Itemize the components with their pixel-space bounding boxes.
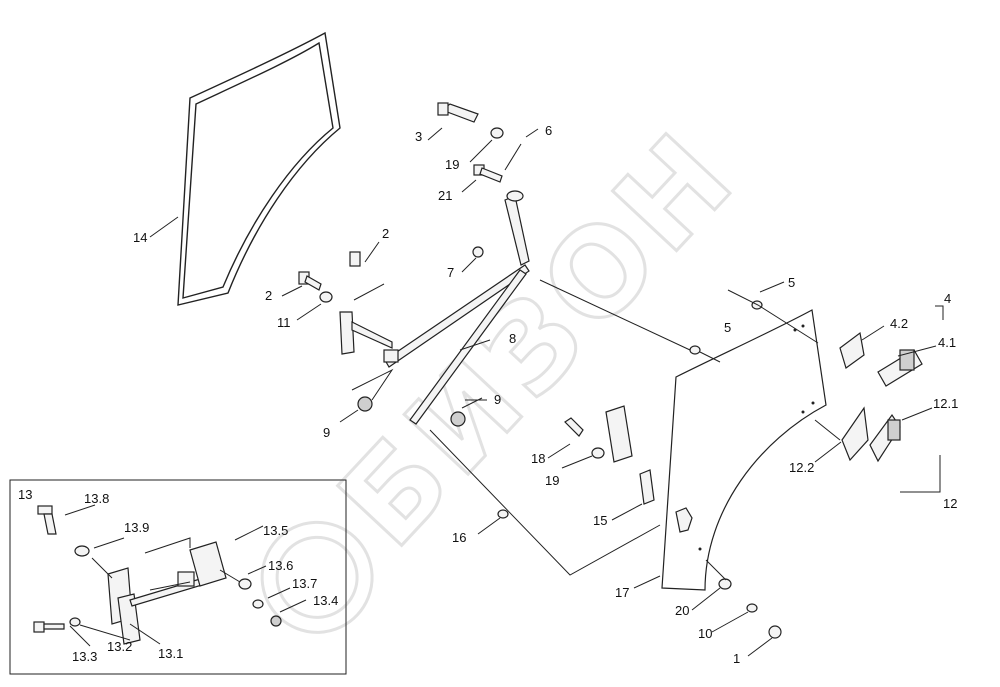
label-17: 17 — [615, 585, 629, 600]
label-8: 8 — [509, 331, 516, 346]
label-12-2: 12.2 — [789, 460, 814, 475]
label-11: 11 — [277, 315, 291, 330]
part-14-side-glass — [177, 31, 341, 306]
label-15: 15 — [593, 513, 607, 528]
callout-labels: 1 2 2 3 4 4.1 4.2 5 5 6 7 8 9 9 10 11 12… — [18, 123, 958, 666]
label-18: 18 — [531, 451, 545, 466]
label-13-8: 13.8 — [84, 491, 109, 506]
label-7: 7 — [447, 265, 454, 280]
hinge-12 — [841, 406, 901, 463]
label-14: 14 — [133, 230, 147, 245]
label-13-5: 13.5 — [263, 523, 288, 538]
part-17-door-glass — [661, 309, 827, 591]
label-10: 10 — [698, 626, 712, 641]
leader-lines — [149, 127, 944, 657]
label-5b: 5 — [724, 320, 731, 335]
label-19a: 19 — [445, 157, 459, 172]
label-5a: 5 — [788, 275, 795, 290]
label-16: 16 — [452, 530, 466, 545]
part-12-2 — [841, 406, 869, 462]
label-12: 12 — [943, 496, 957, 511]
fasteners — [298, 102, 782, 639]
label-13-2: 13.2 — [107, 639, 132, 654]
label-13: 13 — [18, 487, 32, 502]
label-12-1: 12.1 — [933, 396, 958, 411]
label-1: 1 — [733, 651, 740, 666]
label-13-4: 13.4 — [313, 593, 338, 608]
label-13-9: 13.9 — [124, 520, 149, 535]
label-13-3: 13.3 — [72, 649, 97, 664]
label-4: 4 — [944, 291, 951, 306]
label-9b: 9 — [494, 392, 501, 407]
label-19b: 19 — [545, 473, 559, 488]
label-20: 20 — [675, 603, 689, 618]
part-4-2 — [839, 331, 865, 369]
label-9a: 9 — [323, 425, 330, 440]
label-13-6: 13.6 — [268, 558, 293, 573]
hinge-4 — [839, 331, 923, 387]
label-13-1: 13.1 — [158, 646, 183, 661]
rod-8-assembly — [339, 190, 530, 425]
label-6: 6 — [545, 123, 552, 138]
label-4-1: 4.1 — [938, 335, 956, 350]
label-21: 21 — [438, 188, 452, 203]
label-2b: 2 — [265, 288, 272, 303]
label-2a: 2 — [382, 226, 389, 241]
inset-assembly-13 — [9, 479, 347, 675]
label-3: 3 — [415, 129, 422, 144]
label-13-7: 13.7 — [292, 576, 317, 591]
label-4-2: 4.2 — [890, 316, 908, 331]
